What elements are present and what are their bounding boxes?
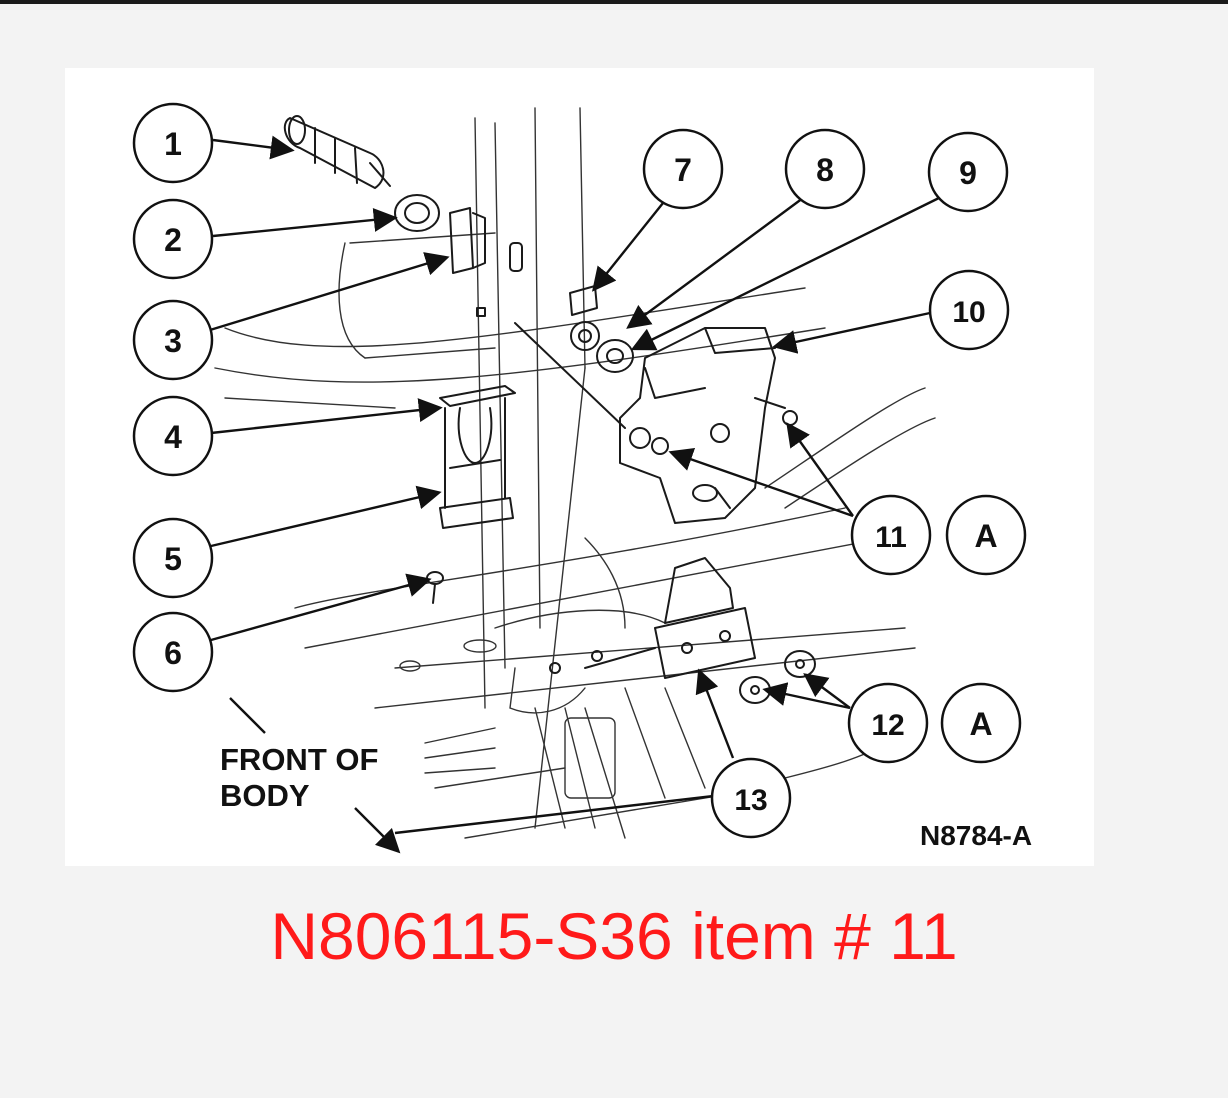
callout-2: 2 [132, 198, 214, 280]
callout-12: 12 [847, 682, 929, 764]
top-border [0, 0, 1228, 4]
svg-text:13: 13 [734, 784, 767, 817]
part-4-handle [439, 385, 516, 509]
callout-11: 11 [850, 494, 932, 576]
svg-text:7: 7 [674, 152, 692, 188]
callout-10: 10 [928, 269, 1010, 351]
callout-7: 7 [642, 128, 724, 210]
part-number-caption: N806115-S36 item # 11 [270, 899, 958, 973]
svg-text:2: 2 [164, 222, 182, 258]
svg-text:9: 9 [959, 155, 977, 191]
part-8-washer [570, 321, 600, 351]
part-3-bracket [449, 207, 523, 317]
front-of-body-label-line2: BODY [220, 778, 310, 813]
part-5-handle-base [439, 459, 514, 529]
part-13-striker [549, 557, 756, 679]
svg-text:10: 10 [952, 296, 985, 329]
callout-13: 13 [710, 757, 792, 839]
svg-text:11: 11 [875, 521, 907, 554]
part-6-screw [426, 571, 444, 604]
body-panel-lines [214, 107, 936, 839]
callout-5: 5 [132, 517, 214, 599]
svg-text:6: 6 [164, 635, 182, 671]
exploded-parts-diagram: 1 2 3 4 5 6 7 8 [132, 102, 1032, 854]
svg-text:A: A [969, 706, 992, 742]
callout-4: 4 [132, 395, 214, 477]
svg-text:3: 3 [164, 323, 182, 359]
part-1-lock-cylinder [283, 115, 391, 189]
callout-12-a: A [940, 682, 1022, 764]
svg-text:8: 8 [816, 152, 834, 188]
svg-text:5: 5 [164, 541, 182, 577]
diagram-panel: 1 2 3 4 5 6 7 8 [65, 68, 1094, 866]
callout-6: 6 [132, 611, 214, 693]
svg-text:4: 4 [164, 419, 182, 455]
front-of-body-label-line1: FRONT OF [220, 742, 378, 777]
part-9-washer [596, 339, 634, 373]
callout-9: 9 [927, 131, 1009, 213]
callout-1: 1 [132, 102, 214, 184]
part-7-clip [569, 285, 598, 316]
callout-3: 3 [132, 299, 214, 381]
svg-text:A: A [974, 518, 997, 554]
part-10-latch-assembly [514, 322, 798, 524]
callout-8: 8 [784, 128, 866, 210]
figure-code: N8784-A [920, 820, 1032, 851]
callout-11-a: A [945, 494, 1027, 576]
svg-text:12: 12 [871, 709, 904, 742]
leader-lines [209, 135, 944, 854]
svg-text:1: 1 [164, 126, 182, 162]
part-2-retainer [394, 194, 440, 232]
